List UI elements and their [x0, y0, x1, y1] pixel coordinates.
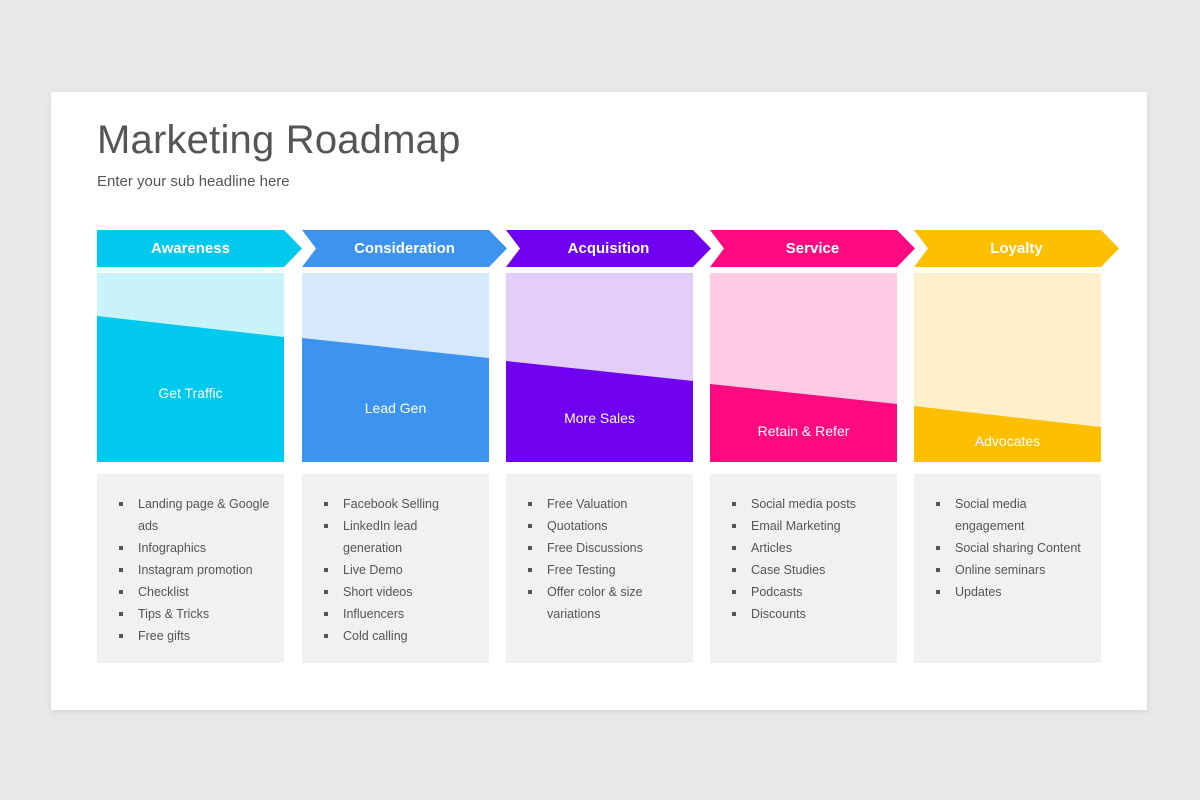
stage-goal-box: Retain & Refer: [710, 273, 897, 462]
stage-goal-label: Retain & Refer: [757, 423, 850, 439]
list-item: Infographics: [117, 537, 270, 559]
stage-goal-label: Get Traffic: [158, 385, 223, 401]
list-item: Tips & Tricks: [117, 603, 270, 625]
list-item: Social sharing Content: [934, 537, 1087, 559]
goal-box-fill: [710, 384, 897, 462]
stage-goal-box: Advocates: [914, 273, 1101, 462]
stage-goal-label: Advocates: [974, 433, 1041, 449]
list-item: Live Demo: [322, 559, 475, 581]
goal-box-fill: [97, 316, 284, 462]
list-item: Discounts: [730, 603, 883, 625]
stage-goal-box: Lead Gen: [302, 273, 489, 462]
list-item: Checklist: [117, 581, 270, 603]
goal-box-fill: [506, 361, 693, 462]
list-item: Influencers: [322, 603, 475, 625]
list-item: Podcasts: [730, 581, 883, 603]
list-item: LinkedIn lead generation: [322, 515, 475, 559]
list-item: Free Valuation: [526, 493, 679, 515]
list-item: Free Testing: [526, 559, 679, 581]
list-item: Case Studies: [730, 559, 883, 581]
list-item: Instagram promotion: [117, 559, 270, 581]
list-item: Email Marketing: [730, 515, 883, 537]
list-item: Articles: [730, 537, 883, 559]
list-item: Short videos: [322, 581, 475, 603]
stage-goal-label: More Sales: [564, 410, 635, 426]
list-item: Facebook Selling: [322, 493, 475, 515]
goal-box-fill: [302, 338, 489, 462]
list-item: Free gifts: [117, 625, 270, 647]
list-item: Social media engagement: [934, 493, 1087, 537]
list-item: Offer color & size variations: [526, 581, 679, 625]
list-item: Landing page & Google ads: [117, 493, 270, 537]
goal-box-fill: [914, 406, 1101, 462]
list-item: Quotations: [526, 515, 679, 537]
stage-goal-box: More Sales: [506, 273, 693, 462]
list-item: Updates: [934, 581, 1087, 603]
stage-header-arrow: Consideration: [302, 230, 507, 267]
stage-header-arrow: Loyalty: [914, 230, 1119, 267]
stage-header-arrow: Awareness: [97, 230, 302, 267]
page-title: Marketing Roadmap: [97, 118, 461, 162]
list-item: Online seminars: [934, 559, 1087, 581]
list-item: Social media posts: [730, 493, 883, 515]
stage-goal-label: Lead Gen: [364, 400, 427, 416]
page-subtitle: Enter your sub headline here: [97, 173, 290, 190]
stage-header-arrow: Service: [710, 230, 915, 267]
stage-goal-box: Get Traffic: [97, 273, 284, 462]
stage-header-arrow: Acquisition: [506, 230, 711, 267]
list-item: Cold calling: [322, 625, 475, 647]
list-item: Free Discussions: [526, 537, 679, 559]
